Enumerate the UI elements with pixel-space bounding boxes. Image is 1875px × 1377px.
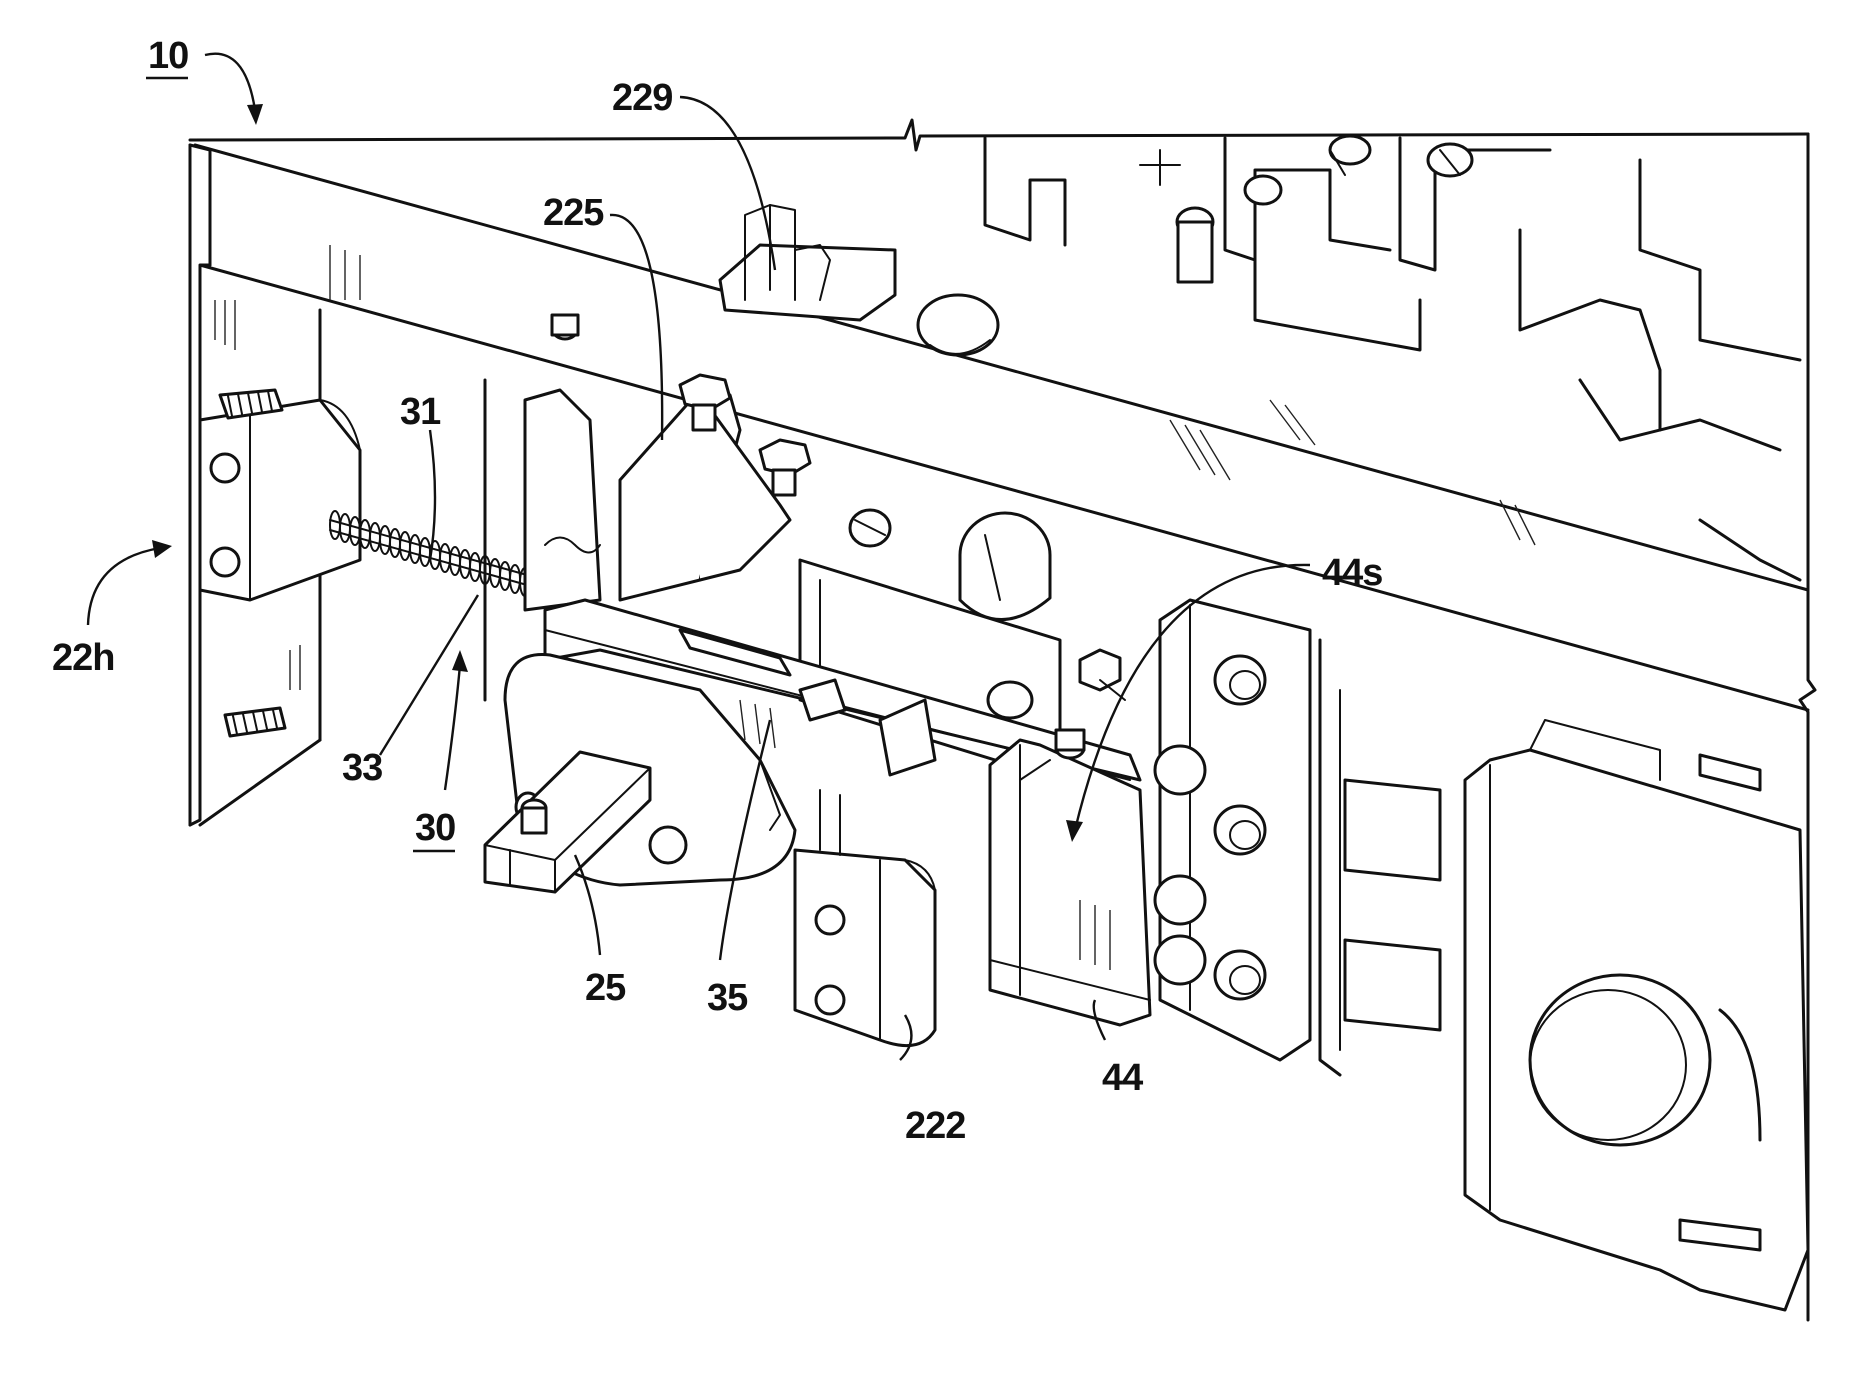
front-plate-right — [1465, 720, 1808, 1310]
label-44: 44 — [1102, 1057, 1143, 1099]
label-25: 25 — [585, 967, 626, 1009]
label-31: 31 — [400, 391, 441, 433]
end-plate-22h — [190, 145, 360, 825]
bracket-222 — [795, 790, 935, 1046]
label-33: 33 — [342, 747, 382, 789]
label-225: 225 — [543, 192, 604, 234]
screw-lower — [225, 708, 285, 736]
label-229: 229 — [612, 77, 672, 119]
label-35: 35 — [707, 977, 748, 1019]
spring-33 — [330, 511, 545, 599]
label-30: 30 — [415, 807, 455, 849]
label-10: 10 — [148, 35, 188, 77]
label-44s: 44s — [1322, 552, 1382, 594]
label-22h: 22h — [52, 637, 114, 679]
label-222: 222 — [905, 1105, 965, 1147]
